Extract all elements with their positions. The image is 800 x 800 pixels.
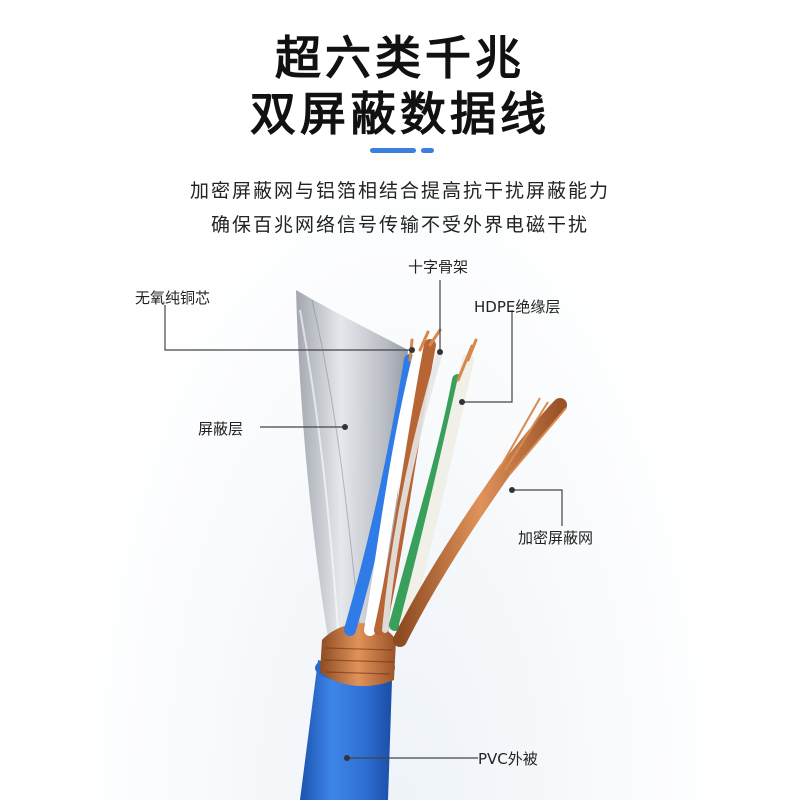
title-line-2: 双屏蔽数据线	[250, 87, 550, 141]
callout-lines	[164, 280, 563, 759]
callout-copper-core	[164, 305, 412, 351]
callout-braided-shield	[512, 489, 563, 526]
label-hdpe-insulation: HDPE绝缘层	[474, 298, 561, 316]
label-oxygen-free-copper: 无氧纯铜芯	[135, 289, 211, 307]
decor-bar-short	[421, 148, 434, 153]
braid-ring	[320, 623, 396, 687]
callout-dots	[342, 347, 515, 761]
label-braided-shield: 加密屏蔽网	[518, 529, 594, 547]
decor-bar-long	[370, 148, 416, 153]
label-pvc-jacket: PVC外被	[478, 750, 538, 768]
description-line-2: 确保百兆网络信号传输不受外界电磁干扰	[210, 214, 589, 236]
title-line-1: 超六类千兆	[275, 31, 525, 85]
label-shield-layer: 屏蔽层	[198, 420, 244, 438]
braid-strand	[393, 397, 567, 647]
twisted-pairs	[344, 328, 478, 636]
label-cross-skeleton: 十字骨架	[408, 258, 469, 276]
description-line-1: 加密屏蔽网与铝箔相结合提高抗干扰屏蔽能力	[189, 180, 610, 202]
callout-hdpe	[462, 310, 513, 403]
